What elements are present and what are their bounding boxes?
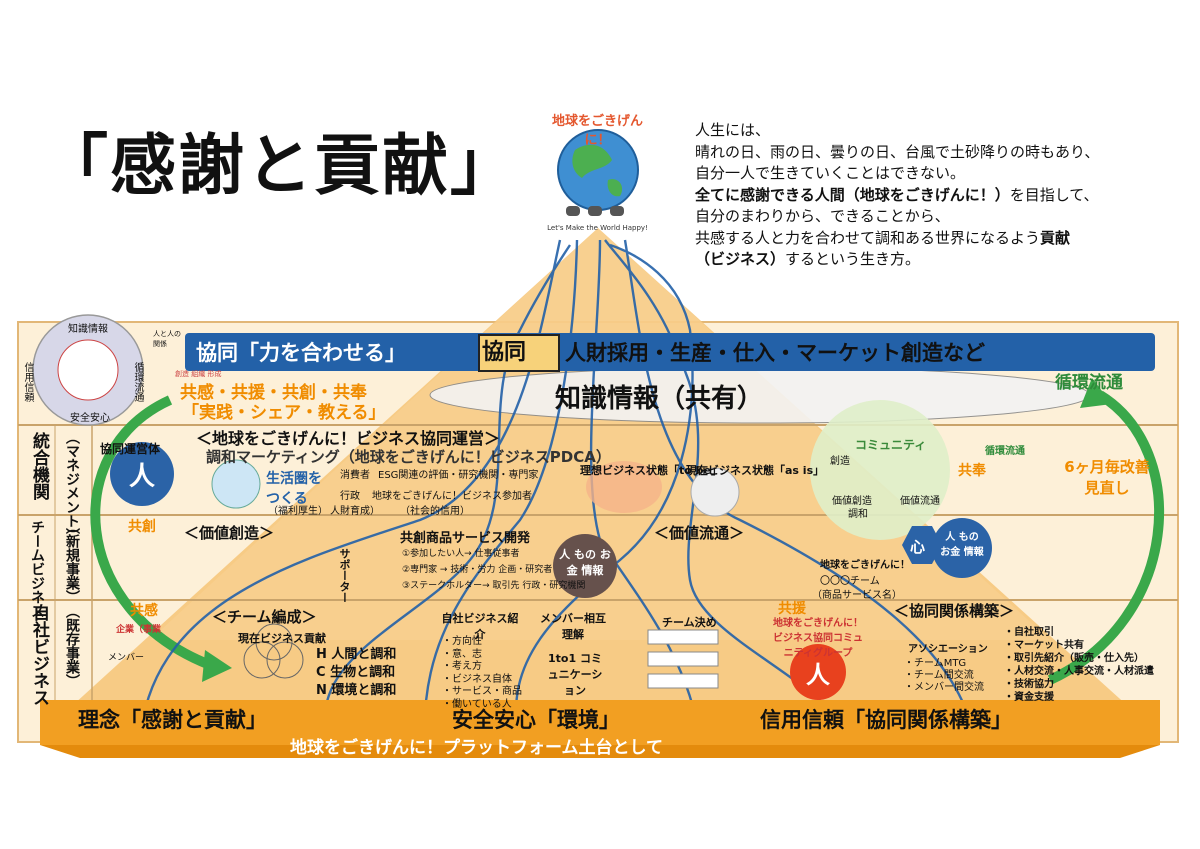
community-circle [810,400,950,540]
governance-unit: 協同運営体 [100,442,161,456]
knowledge-title: 知識情報（共有） [555,384,764,414]
own-person: 人 [806,660,830,689]
value-circ-label: 価値流通 [900,496,940,507]
wheel-note: 人と人の関係 [153,330,181,348]
wheel-label-circ: 循環流通 [132,362,143,402]
slogan-2: 「実践・シェア・教える」 [182,403,386,423]
row-sub-integration: （マネジメント） [64,430,80,542]
one-to-one: 1to1 コミュニケーション [547,652,603,697]
review-cycle: 6ヶ月毎改善見直し [1064,458,1150,497]
team-asset-text: 人 もの お金 情報 [559,548,611,577]
team-form-heading: ＜チーム編成＞ [212,608,317,626]
base-band-shape [40,700,1160,745]
logo-arc-text: 地球をごきげんに！ [551,114,643,148]
tag-hr: 人財育成） [330,506,380,517]
harmony-label: 調和 [848,509,868,520]
tag-consumer: 消費者 [340,470,370,481]
current-state: 現在ビジネス状態「as is」 [686,464,825,477]
row-sub-own: （既存事業） [64,604,80,688]
row-label-team: チームビジネス [29,520,45,618]
tag-admin: 行政 [340,491,360,502]
row-label-integration: 統合機関 [29,432,49,500]
product-dev: 共創商品サービス開発 [400,531,531,546]
base-platform: 地球をごきげんに！プラットフォーム土台として [290,738,663,758]
tag-welfare: （福利厚生） [268,506,328,517]
governance-heading: ＜地球をごきげんに！ビジネス協同運営＞ [196,429,501,448]
base-safety: 安全安心「環境」 [452,708,620,732]
assoc-title: アソシエーション [908,644,988,655]
governance-marketing: 調和マーケティング（地球をごきげんに！ビジネスPDCA） [206,448,611,466]
wheel-label-safety: 安全安心 [70,413,110,424]
tag-esg: ESG関連の評価・研究機関・専門家 [378,470,539,481]
wheel-mini: 創造 組織 形成 [175,370,222,378]
slogan-1: 共感・共援・共創・共奉 [180,383,367,403]
value-create-label: 価値創造 [832,496,872,507]
create-label: 創造 [830,456,850,467]
team-asset-circle [553,534,617,598]
governance-person-circle [110,442,174,506]
value-create-heading: ＜価値創造＞ [184,524,275,542]
tag-credit: （社会的信用） [400,506,470,517]
tag-participants: 地球をごきげんに！ビジネス参加者 [372,491,532,502]
row-sub-team: （新規事業） [64,520,80,604]
self-intro-title: 自社ビジネス紹介 [441,612,519,641]
circ-badge: 循環流通 [985,446,1025,457]
kyoso-label: 共創 [128,519,156,535]
assoc-list: ・チームMTG・チーム間交流・メンバー間交流 [904,658,984,693]
team-item-1: ①参加したい人→ 仕事従事者 [402,549,520,559]
member-label: メンバー [108,653,145,663]
community-group: 地球をごきげんに！ビジネス協同コミュニティグループ [773,618,863,659]
ideal-state: 理想ビジネス状態「to be」 [580,464,722,477]
logo-tagline: Let's Make the World Happy! [547,224,648,232]
chem-text: 人 もの お金 情報 [940,532,984,558]
team-item-3: ③ステークホルダー→ 取引先 行政・研究機関 [402,581,586,591]
value-circ-heading: ＜価値流通＞ [654,524,745,542]
kyoen-label: 共援 [778,601,806,617]
shin-hexagon [902,526,942,564]
circulation-label: 循環流通 [1055,373,1123,393]
intro-text: 人生には、 晴れの日、雨の日、曇りの日、台風で土砂降りの時もあり、 自分一人で生… [695,121,1100,268]
governance-person: 人 [128,461,155,492]
team-name-3: （商品サービス名） [812,590,902,601]
row-label-own: 自社ビジネス [29,604,49,706]
circulation-arrow-left [90,395,212,670]
top-band-left: 協同「力を合わせる」 [196,341,406,365]
kyokan-label: 共感 [130,603,158,619]
top-band-right: 人財採用・生産・仕入・マーケット創造など [565,341,985,365]
community-label: コミュニティ [855,438,927,452]
kyodo-badge-box [478,334,560,372]
relation-heading: ＜協同関係構築＞ [894,602,1015,620]
hnc-h: H 人間と調和 [316,647,397,662]
hnc-c: C 生物と調和 [316,665,396,680]
top-band [185,333,1155,371]
page-title: 「感謝と貢献」 [42,127,518,204]
wheel-label-trust: 信用信頼 [22,362,33,402]
team-name-1: 地球をごきげんに！ [820,560,910,571]
circulation-arrow-right [1047,390,1165,685]
team-decide: チーム決め [662,616,717,629]
wheel-label-knowledge: 知識情報 [68,324,108,335]
trade-list: ・自社取引・マーケット共有 ・取引先紹介（販売・仕入先）・人材交流・人事交流・人… [1004,627,1154,703]
supporter-label: サポーター [338,548,351,603]
shin-label: 心 [910,538,926,556]
member-title: メンバー相互理解 [540,612,606,641]
cocreation-label: 共奉 [958,463,986,479]
base-philosophy: 理念「感謝と貢献」 [78,708,267,732]
own-person-circle [790,644,846,700]
hnc-n: N 環境と調和 [316,683,397,698]
business-label: 企業（事業 [116,625,162,635]
chem-circle [932,518,992,578]
life-sphere: 生活圏をつくる [266,471,322,507]
self-intro-list: ・方向性・意、志 ・考え方・ビジネス自体 ・サービス・商品・働いている人 [442,636,522,710]
current-biz: 現在ビジネス貢献 [238,632,326,645]
kyodo-badge: 協同 [482,340,527,365]
team-item-2: ②専門家 → 技術・労力 企画・研究者 [402,565,553,575]
base-trust: 信用信頼「協同関係構築」 [760,708,1012,732]
team-name-2: 〇〇〇チーム [820,576,880,587]
